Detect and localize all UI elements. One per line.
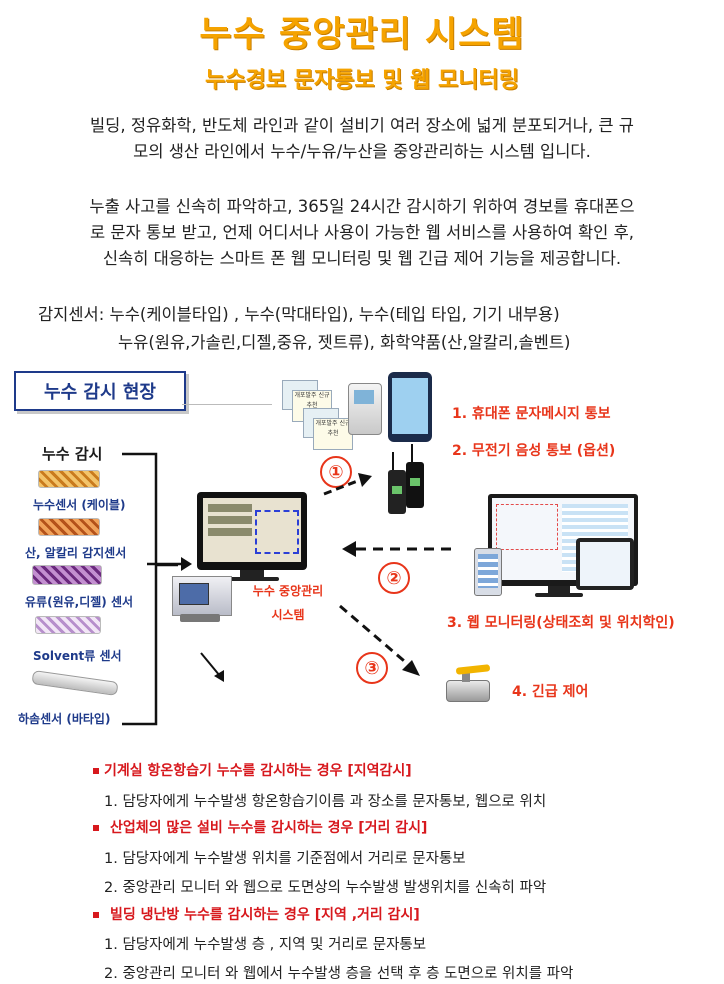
step-2-badge: ②: [378, 562, 410, 594]
system-label: 누수 중앙관리: [252, 584, 324, 598]
step-3-badge: ③: [356, 652, 388, 684]
sensor-types-line-1: 감지센서: 누수(케이블타입) , 누수(막대타입), 누수(테입 타입, 기기…: [38, 305, 560, 324]
bullet-icon: [93, 912, 99, 918]
intro-paragraph-1: 빌딩, 정유화학, 반도체 라인과 같이 설비기 여러 장소에 넓게 분포되거나…: [14, 113, 710, 165]
valve-handle: [455, 664, 491, 675]
monitoring-label: 누수 감시: [42, 445, 103, 463]
sensor-types-line-2: 누유(원유,가솔린,디젤,중유, 젯트류), 화학약품(산,알칼리,솔벤트): [118, 333, 571, 352]
solvent-sensor-icon: [35, 616, 101, 634]
sms-card-icon: 개포발주 신규추천: [292, 390, 332, 422]
bullet-icon: [93, 768, 99, 774]
arrow-right-icon: [147, 557, 192, 571]
sensor-label: Solvent류 센서: [33, 649, 122, 663]
notify-radio: 2. 무전기 음성 통보 (옵션): [452, 443, 616, 459]
keyboard-icon: [180, 614, 220, 622]
case-title: 빌딩 냉난방 누수를 감시하는 경우 [지역 ,거리 감시]: [110, 907, 420, 923]
case-title: 기계실 항온항습기 누수를 감시하는 경우 [지역감시]: [104, 763, 412, 779]
divider: [182, 404, 272, 405]
sensor-label: 누수센서 (케이블): [33, 498, 126, 512]
intro-line: 신속히 대응하는 스마트 폰 웹 모니터링 및 웹 긴급 제어 기능을 제공합니…: [102, 249, 622, 268]
system-label: 시스템: [271, 608, 305, 622]
case-item: 1. 담당자에게 누수발생 층 , 지역 및 거리로 문자통보: [104, 937, 427, 953]
site-label-box: 누수 감시 현장: [14, 371, 186, 411]
intro-paragraph-2: 누출 사고를 신속히 파악하고, 365일 24시간 감시하기 위하여 경보를 …: [14, 194, 710, 272]
computer-icon: [172, 576, 232, 616]
case-title: 산업체의 많은 설비 누수를 감시하는 경우 [거리 감시]: [110, 820, 428, 836]
sensor-label: 유류(원유,디젤) 센서: [25, 595, 134, 609]
tablet-icon: [576, 538, 634, 590]
bullet-icon: [93, 825, 99, 831]
intro-line: 로 문자 통보 받고, 언제 어디서나 사용이 가능한 웹 서비스를 사용하여 …: [89, 223, 634, 242]
page-subtitle: 누수경보 문자통보 및 웹 모니터링: [205, 68, 519, 93]
bar-sensor-icon: [31, 670, 119, 696]
cable-sensor-icon: [38, 470, 100, 488]
walkie-talkie-icon: [406, 462, 424, 508]
step-1-badge: ①: [320, 456, 352, 488]
monitoring-bracket: [122, 452, 178, 726]
arrow-up-right-icon: [323, 473, 372, 496]
oil-sensor-icon: [32, 565, 102, 585]
valve-icon: [446, 680, 490, 702]
valve-stem: [462, 672, 470, 682]
monitor-stand: [240, 570, 264, 578]
case-item: 1. 담당자에게 누수발생 위치를 기준점에서 거리로 문자통보: [104, 851, 466, 867]
page-title: 누수 중앙관리 시스템: [199, 15, 525, 55]
case-item: 1. 담당자에게 누수발생 항온항습기이름 과 장소를 문자통보, 웹으로 위치: [104, 794, 547, 810]
sensor-label: 하솜센서 (바타입): [18, 712, 111, 726]
monitor-base: [225, 577, 279, 581]
antenna: [411, 444, 413, 462]
sms-card-icon: 개포발주 신규추천: [313, 418, 353, 450]
arrow-down-right-icon: [200, 652, 224, 682]
arrow-left-icon: [342, 541, 456, 557]
smartphone-icon: [388, 372, 432, 442]
case-item: 2. 중앙관리 모니터 와 웹으로 도면상의 누수발생 발생위치를 신속히 파악: [104, 880, 547, 896]
intro-line: 모의 생산 라인에서 누수/누유/누산을 중앙관리하는 시스템 입니다.: [133, 142, 591, 161]
walkie-talkie-icon: [388, 470, 406, 514]
acid-alkali-sensor-icon: [38, 518, 100, 536]
flip-phone-icon: [348, 383, 382, 435]
notify-emergency-control: 4. 긴급 제어: [512, 684, 589, 700]
mobile-phone-icon: [474, 548, 502, 596]
notify-sms: 1. 휴대폰 문자메시지 통보: [452, 406, 611, 422]
central-monitor-icon: [197, 492, 307, 570]
case-item: 2. 중앙관리 모니터 와 웹에서 누수발생 층을 선택 후 층 도면으로 위치…: [104, 966, 574, 982]
sensor-label: 산, 알칼리 감지센서: [25, 546, 127, 560]
arrow-down-right-icon: [339, 604, 420, 676]
monitor-stand: [548, 586, 570, 594]
intro-line: 누출 사고를 신속히 파악하고, 365일 24시간 감시하기 위하여 경보를 …: [89, 197, 635, 216]
notify-web: 3. 웹 모니터링(상태조회 및 위치학인): [447, 615, 675, 631]
antenna: [392, 452, 394, 470]
monitor-base: [535, 593, 583, 597]
intro-line: 빌딩, 정유화학, 반도체 라인과 같이 설비기 여러 장소에 넓게 분포되거나…: [89, 116, 634, 135]
